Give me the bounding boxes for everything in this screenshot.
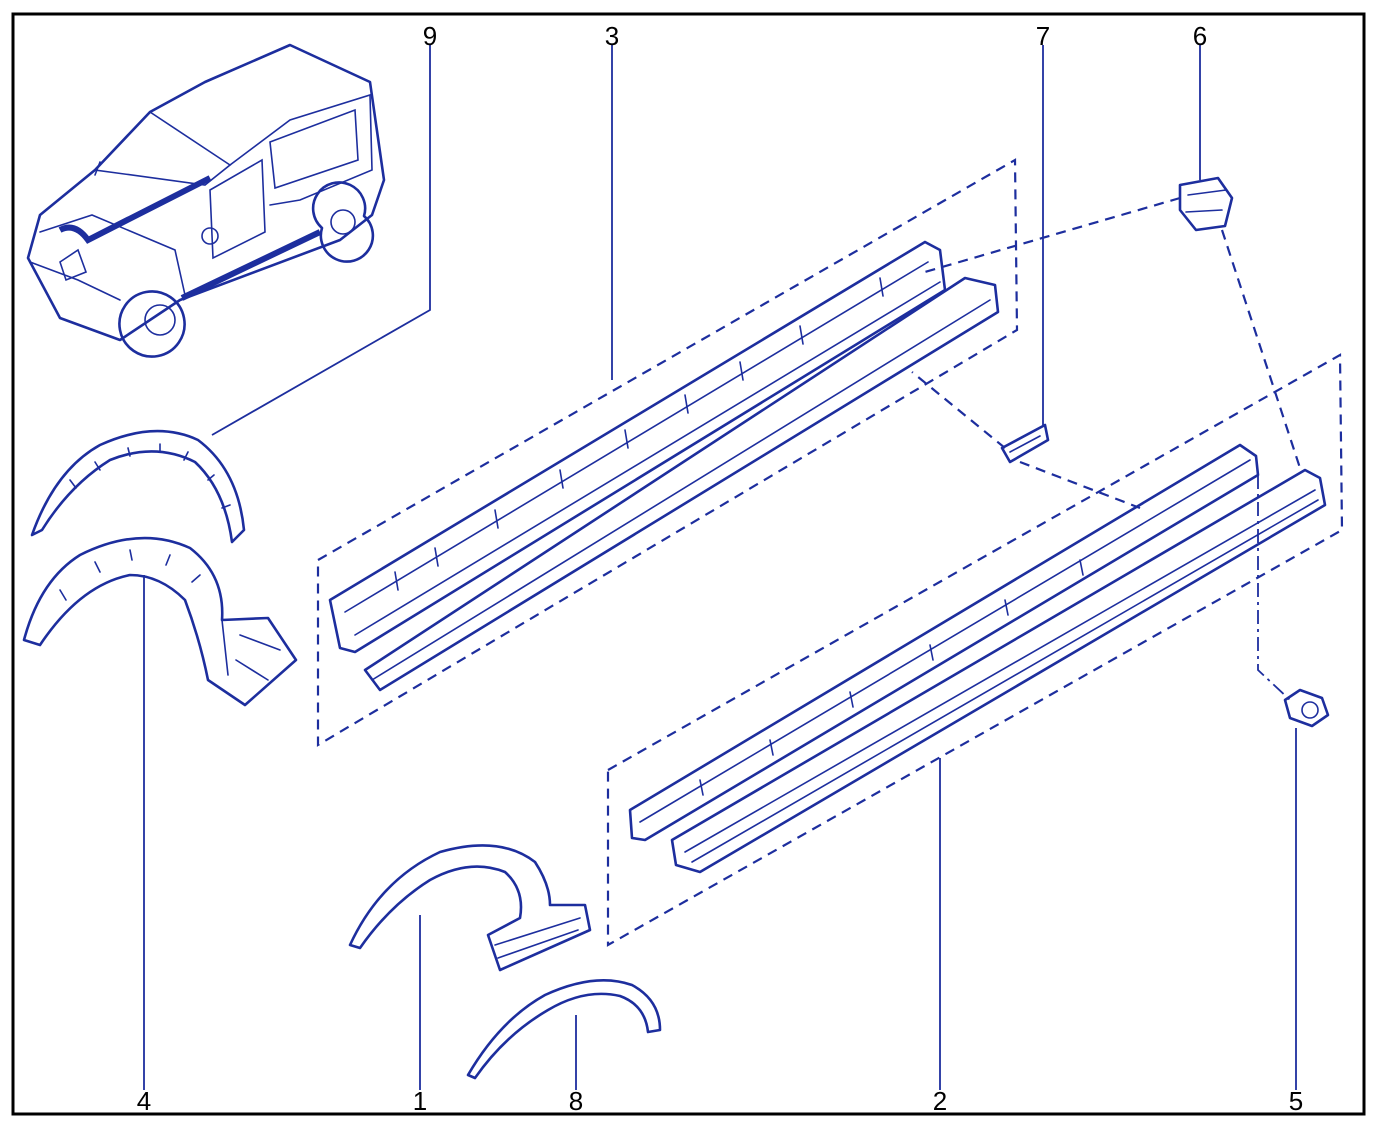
part-7-bracket bbox=[1000, 423, 1050, 464]
callout-1: 1 bbox=[413, 1086, 427, 1116]
callout-7: 7 bbox=[1036, 21, 1050, 51]
callout-8: 8 bbox=[569, 1086, 583, 1116]
part-3-sill-outer bbox=[363, 276, 1000, 692]
part-1-front-wheel-arch bbox=[348, 844, 592, 972]
part-4-wheel-arch-extension bbox=[22, 536, 298, 707]
part-9-wheel-arch-trim bbox=[30, 429, 246, 544]
assembly-lines bbox=[911, 196, 1302, 701]
part-5-nut bbox=[1283, 688, 1330, 728]
part-2-sill-outer bbox=[670, 468, 1327, 874]
callout-3: 3 bbox=[605, 21, 619, 51]
part-3-sill-inner bbox=[328, 240, 947, 654]
callout-2: 2 bbox=[933, 1086, 947, 1116]
callout-9: 9 bbox=[423, 21, 437, 51]
vehicle-overview bbox=[26, 43, 386, 358]
callout-6: 6 bbox=[1193, 21, 1207, 51]
part-6-clip bbox=[1178, 176, 1234, 232]
leader-lines bbox=[143, 45, 1297, 1090]
callout-4: 4 bbox=[137, 1086, 151, 1116]
part-8-rear-wheel-arch bbox=[466, 979, 662, 1080]
callout-5: 5 bbox=[1289, 1086, 1303, 1116]
part-3-group-outline bbox=[316, 158, 1019, 747]
